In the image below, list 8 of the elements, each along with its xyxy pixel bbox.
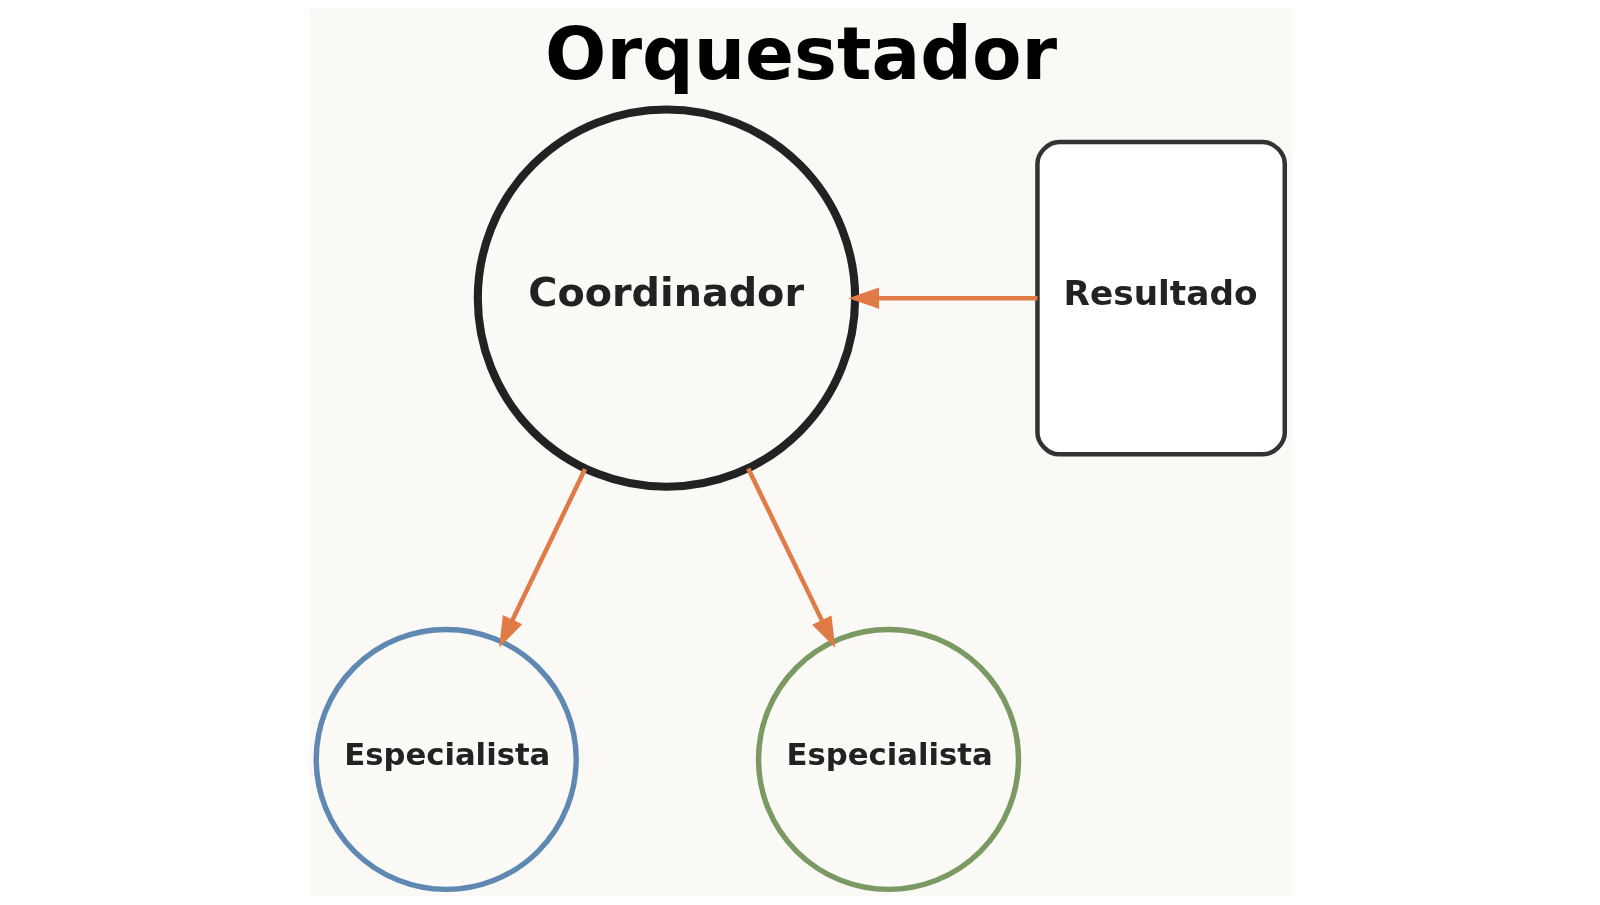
diagram-title: Orquestador [544, 11, 1057, 96]
node-circle: Coordinador [473, 105, 859, 491]
arrow [847, 287, 1037, 309]
arrow [498, 468, 587, 648]
node-circle: Especialista [755, 626, 1021, 893]
node-circle: Especialista [313, 626, 579, 893]
node-box: Resultado [1034, 139, 1287, 457]
arrow [745, 467, 835, 648]
